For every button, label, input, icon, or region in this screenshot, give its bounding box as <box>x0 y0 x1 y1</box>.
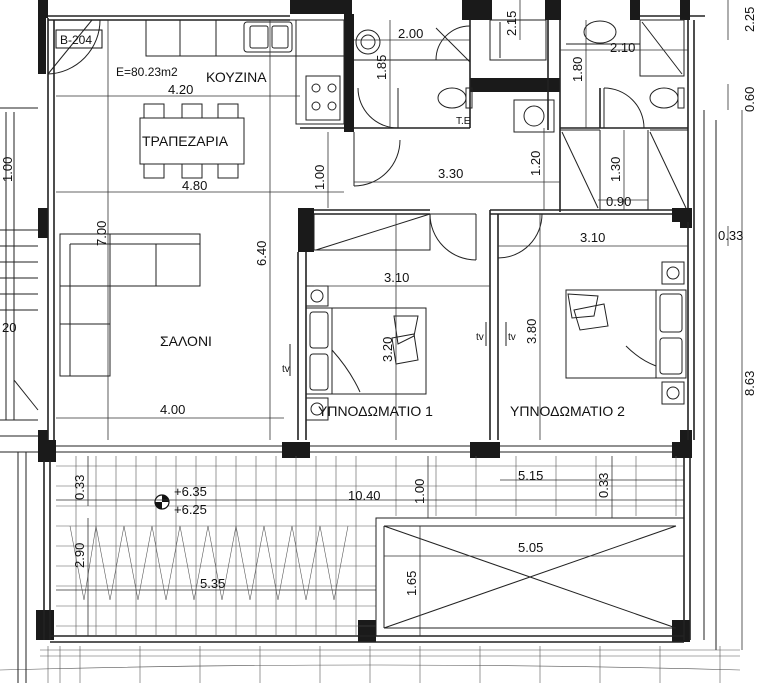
dim-bed2-width: 3.10 <box>580 230 605 245</box>
dim-left-120: 20 <box>2 320 16 335</box>
unit-code-box: B-204 <box>55 29 103 49</box>
level-bottom: +6.25 <box>174 502 207 517</box>
dim-hall-width: 3.30 <box>438 166 463 181</box>
dim-right-033: 0.33 <box>718 228 743 243</box>
dim-top-small: 2.15 <box>504 11 519 36</box>
level-marker-icon <box>154 494 170 510</box>
dim-bed1-depth: 3.20 <box>380 337 395 362</box>
bed-2 <box>565 261 687 405</box>
shower-small <box>489 19 547 61</box>
tv-label-1: tv <box>282 364 290 375</box>
dim-corridor-door: 1.00 <box>312 165 327 190</box>
dim-terrace-mid-100: 1.00 <box>412 479 427 504</box>
dining-table <box>139 103 245 179</box>
room-wc: Τ.Ε <box>456 116 471 127</box>
bed-1 <box>305 285 427 421</box>
dim-kitchen-width: 4.20 <box>168 82 193 97</box>
dim-living-width: 4.00 <box>160 402 185 417</box>
terrace-tiles <box>56 456 684 636</box>
room-kitchen: ΚΟΥΖΙΝΑ <box>206 69 267 85</box>
pergola <box>375 517 685 637</box>
dim-terrace-right: 5.15 <box>518 468 543 483</box>
room-dining: ΤΡΑΠΕΖΑΡΙΑ <box>142 133 229 149</box>
dimension-lines <box>56 0 743 650</box>
dim-hall-depth: 1.20 <box>528 151 543 176</box>
room-bedroom-2: ΥΠΝΟΔΩΜΑΤΙΟ 2 <box>510 403 625 419</box>
dim-left-100: 1.00 <box>0 157 15 182</box>
dim-bath2-depth: 1.80 <box>570 57 585 82</box>
dim-pergola-depth: 1.65 <box>404 571 419 596</box>
dim-top-right: 2.25 <box>742 7 757 32</box>
bathroom-1 <box>354 25 473 129</box>
dim-terrace-total: 10.40 <box>348 488 381 503</box>
dim-terrace-left-depth: 2.90 <box>72 543 87 568</box>
dim-dining-width: 4.80 <box>182 178 207 193</box>
dim-terrace-mid-033: 0.33 <box>596 473 611 498</box>
room-living: ΣΑΛΟΝΙ <box>160 333 212 349</box>
dim-bed1-width: 3.10 <box>384 270 409 285</box>
dim-right-863: 8.63 <box>742 371 757 396</box>
dim-closet-width: 0.90 <box>606 194 631 209</box>
dim-terrace-left-width: 5.35 <box>200 576 225 591</box>
dim-living-height-a: 7.00 <box>94 221 109 246</box>
tv-marks <box>289 322 507 376</box>
dim-right-060: 0.60 <box>742 87 757 112</box>
kitchen-counter <box>145 19 345 125</box>
bathroom-2 <box>513 19 685 133</box>
tv-label-2: tv <box>476 332 484 343</box>
dim-bath-width: 2.00 <box>398 26 423 41</box>
dim-closet-depth: 1.30 <box>608 157 623 182</box>
room-bedroom-1: ΥΠΝΟΔΩΜΑΤΙΟ 1 <box>318 403 433 419</box>
dim-bath2-width: 2.10 <box>610 40 635 55</box>
walls <box>0 0 741 683</box>
dim-bed2-depth: 3.80 <box>524 319 539 344</box>
sofa <box>59 233 201 377</box>
dim-bath-depth: 1.85 <box>374 55 389 80</box>
unit-code: B-204 <box>60 33 92 47</box>
dim-pergola-width: 5.05 <box>518 540 543 555</box>
dim-living-height-b: 6.40 <box>254 241 269 266</box>
level-top: +6.35 <box>174 484 207 499</box>
area-label: E=80.23m2 <box>116 65 178 79</box>
tv-label-3: tv <box>508 332 516 343</box>
dim-left-033: 0.33 <box>72 475 87 500</box>
